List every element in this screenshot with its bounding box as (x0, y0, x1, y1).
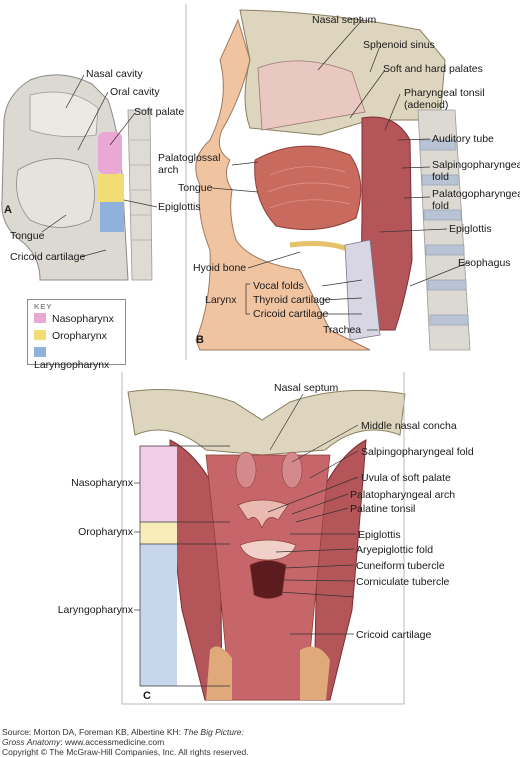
panel-frames (121, 4, 405, 705)
label-a-oral-cavity: Oral cavity (110, 86, 160, 98)
label-c-middle-nasal-concha: Middle nasal concha (361, 420, 457, 432)
label-b-nasal-septum: Nasal septum (312, 14, 377, 26)
source-book-title: The Big Picture: (183, 727, 244, 737)
label-b-salpingopharyngeal: Salpingopharyngeal (432, 159, 520, 171)
label-b-epiglottis: Epiglottis (449, 223, 492, 235)
label-b-auditory-tube: Auditory tube (432, 133, 494, 145)
uvula-c (237, 499, 289, 529)
label-c-cuneiform-tubercle: Cuneiform tubercle (356, 560, 445, 572)
skull-base-c (127, 389, 406, 456)
label-c-palatine-tonsil: Palatine tonsil (350, 503, 416, 515)
panel-b-drawing (195, 9, 471, 351)
key-item-laryngopharynx: Laryngopharynx (34, 347, 125, 371)
key-item-oropharynx: Oropharynx (34, 330, 107, 342)
nasopharynx-bar-c (140, 446, 177, 522)
label-b-cricoid-cartilage: Cricoid cartilage (253, 308, 329, 320)
label-b-palatogopharyngeal: Palatogopharyngeal (432, 188, 520, 200)
laryngopharynx-region-a (100, 202, 124, 232)
label-c-salpingopharyngeal-fold: Salpingopharyngeal fold (361, 446, 474, 458)
label-a-soft-palate: Soft palate (134, 106, 185, 118)
source-prefix: Source: Morton DA, Foreman KB, Albertine… (2, 727, 184, 737)
region-key: KEY Nasopharynx Oropharynx Laryngopharyn… (27, 299, 126, 371)
panel-letter-a: A (4, 204, 12, 216)
epiglottis-c (239, 539, 297, 561)
label-c-nasopharynx: Nasopharynx (71, 477, 133, 489)
source-line-1: Source: Morton DA, Foreman KB, Albertine… (2, 727, 244, 737)
larynx-opening-c (249, 560, 287, 599)
label-b-palatogopharyngeal-fold: fold (432, 200, 449, 212)
panel-letter-b: B (196, 334, 204, 346)
oropharynx-swatch (34, 330, 46, 340)
label-c-oropharynx: Oropharynx (78, 526, 133, 538)
panel-c-drawing (127, 389, 406, 701)
label-c-cricoid-cartilage: Cricoid cartilage (356, 629, 432, 641)
panel-a-drawing (1, 74, 158, 281)
label-a-cricoid-cartilage: Cricoid cartilage (10, 251, 86, 263)
label-c-epiglottis: Epiglottis (358, 529, 401, 541)
label-c-laryngopharynx: Laryngopharynx (57, 604, 133, 616)
label-c-nasal-septum: Nasal septum (274, 382, 339, 394)
label-b-tongue: Tongue (178, 182, 213, 194)
label-b-palatoglossal-arch: arch (158, 164, 179, 176)
key-label-laryngopharynx: Laryngopharynx (34, 359, 110, 371)
label-c-palatopharyngeal-arch: Palatopharyngeal arch (350, 489, 456, 501)
label-b-larynx: Larynx (205, 294, 237, 306)
face-profile-b (195, 18, 371, 351)
tongue-b (254, 145, 362, 231)
spine-a (127, 109, 153, 281)
label-b-vocal-folds: Vocal folds (253, 280, 304, 292)
key-title: KEY (34, 302, 53, 311)
nasopharynx-region-a (98, 132, 122, 174)
label-b-thyroid-cartilage: Thyroid cartilage (253, 294, 331, 306)
tongue-a (16, 158, 95, 228)
label-b-hyoid-bone: Hyoid bone (193, 262, 247, 274)
key-item-nasopharynx: Nasopharynx (34, 313, 114, 325)
panel-letter-c: C (143, 690, 151, 702)
nasal-septum-b (257, 60, 366, 131)
laryngopharynx-bar-c (140, 544, 177, 686)
source-book-subtitle: Gross Anatomy (2, 737, 61, 747)
source-line-2: Gross Anatomy: www.accessmedicine.com (2, 737, 164, 747)
laryngopharynx-swatch (34, 347, 46, 357)
key-label-nasopharynx: Nasopharynx (52, 313, 114, 325)
label-b-palatoglossal: Palatoglossal (158, 152, 221, 164)
label-c-aryepiglottic-fold: Aryepiglottic fold (356, 544, 434, 556)
key-label-oropharynx: Oropharynx (52, 330, 107, 342)
left-gland-c (206, 646, 232, 700)
label-a-epiglottis: Epiglottis (158, 201, 201, 213)
label-b-soft-and-hard-palates: Soft and hard palates (383, 63, 483, 75)
label-b-adenoid: (adenoid) (404, 99, 449, 111)
label-b-pharyngeal-tonsil: Pharyngeal tonsil (404, 87, 485, 99)
label-c-uvula: Uvula of soft palate (361, 472, 451, 484)
nasopharynx-swatch (34, 313, 46, 323)
nasal-cavity-a (29, 91, 99, 138)
label-b-trachea: Trachea (323, 324, 362, 336)
oropharynx-bar-c (140, 522, 177, 544)
source-url: : www.accessmedicine.com (60, 737, 165, 747)
label-b-sphenoid-sinus: Sphenoid sinus (363, 39, 435, 51)
label-b-esophagus: Esophagus (458, 257, 511, 269)
larynx-b (344, 239, 381, 341)
label-a-tongue: Tongue (10, 230, 45, 242)
copyright-line: Copyright © The McGraw-Hill Companies, I… (2, 747, 249, 757)
right-gland-c (300, 646, 330, 700)
label-b-salpingopharyngeal-fold: fold (432, 171, 449, 183)
label-c-corniculate-tubercle: Corniculate tubercle (356, 576, 450, 588)
oropharynx-region-a (98, 174, 124, 202)
label-a-nasal-cavity: Nasal cavity (86, 68, 143, 80)
